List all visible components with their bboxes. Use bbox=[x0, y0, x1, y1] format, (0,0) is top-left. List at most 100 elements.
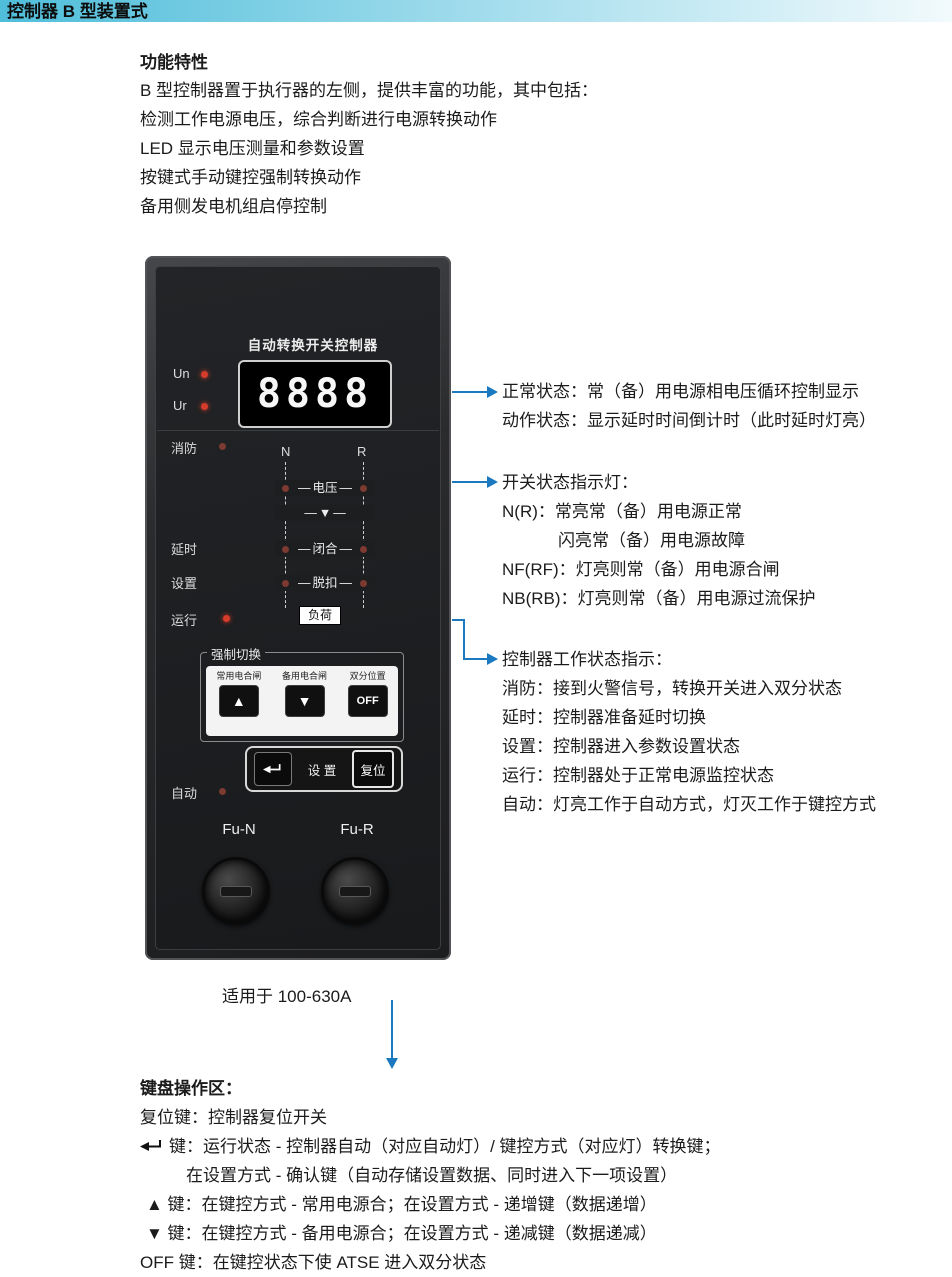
switch-annotation-arrow-head bbox=[487, 476, 498, 488]
annotation-line: 动作状态：显示延时时间倒计时（此时延时灯亮） bbox=[502, 411, 876, 430]
annotation-line: 运行：控制器处于正常电源监控状态 bbox=[502, 766, 774, 785]
keyboard-line: 在设置方式 - 确认键（自动存储设置数据、同时进入下一项设置） bbox=[186, 1166, 678, 1185]
voltage-row-label: 电压 bbox=[275, 480, 375, 496]
voltage-led-r bbox=[360, 485, 367, 492]
ur-led-light bbox=[201, 403, 208, 410]
delay-label: 延时 bbox=[171, 542, 198, 557]
keyboard-line: 键：运行状态 - 控制器自动（对应自动灯）/ 键控方式（对应灯）转换键； bbox=[140, 1132, 721, 1161]
enter-set-reset-group: 设 置 复位 bbox=[245, 746, 403, 792]
run-label: 运行 bbox=[171, 613, 198, 628]
fire-label: 消防 bbox=[171, 441, 198, 456]
applicability-note: 适用于 100-630A bbox=[222, 987, 352, 1006]
seven-segment-display: 8888 bbox=[238, 360, 392, 428]
annotation-line: 闪亮常（备）用电源故障 bbox=[558, 531, 745, 550]
keyboard-annotation-arrow-line bbox=[391, 1000, 393, 1060]
un-label: Un bbox=[173, 366, 190, 381]
normal-close-key-column: 常用电合闸 ▲ bbox=[216, 669, 261, 717]
keypad-plate: 常用电合闸 ▲ 备用电合闸 ▼ 双分位置 OFF bbox=[206, 666, 398, 736]
controller-device-photo: 自动转换开关控制器 Un Ur 8888 消防 N R 电压 ▼ 延时 闭合 设… bbox=[145, 256, 451, 960]
up-button: ▲ bbox=[218, 685, 259, 717]
down-button: ▼ bbox=[284, 685, 325, 717]
load-label: 负荷 bbox=[299, 606, 342, 625]
trip-led-r bbox=[360, 580, 367, 587]
keyboard-line: 复位键：控制器复位开关 bbox=[140, 1108, 327, 1127]
transfer-symbol: ▼ bbox=[275, 505, 375, 521]
switch-status-annotation-block: 开关状态指示灯： N(R)：常亮常（备）用电源正常 闪亮常（备）用电源故障 NF… bbox=[502, 468, 816, 613]
fuse-cap-fu-n bbox=[202, 857, 270, 925]
backup-close-label: 备用电合闸 bbox=[282, 671, 328, 681]
ladder-dashed-line bbox=[285, 462, 286, 608]
down-arrow-icon: ▼ bbox=[297, 693, 312, 709]
display-annotation-arrow-line bbox=[452, 391, 488, 393]
annotation-line: N(R)：常亮常（备）用电源正常 bbox=[502, 502, 742, 521]
enter-key-icon bbox=[140, 1140, 161, 1151]
annotation-line: 自动：灯亮工作于自动方式，灯灭工作于键控方式 bbox=[502, 795, 876, 814]
annotation-line: 设置：控制器进入参数设置状态 bbox=[502, 737, 740, 756]
feature-line: 按键式手动键控强制转换动作 bbox=[140, 168, 361, 187]
run-led-light bbox=[223, 615, 230, 622]
off-button-label: OFF bbox=[356, 695, 379, 707]
auto-label: 自动 bbox=[171, 786, 198, 801]
enter-button bbox=[254, 752, 292, 786]
un-led-light bbox=[201, 371, 208, 378]
features-list: B 型控制器置于执行器的左侧，提供丰富的功能，其中包括： 检测工作电源电压，综合… bbox=[140, 76, 598, 221]
fuse-slot-icon bbox=[339, 885, 371, 897]
status-annotation-arrow-line bbox=[463, 658, 488, 660]
trip-led-n bbox=[282, 580, 289, 587]
annotation-line: NF(RF)：灯亮则常（备）用电源合闸 bbox=[502, 560, 780, 579]
dual-off-key-column: 双分位置 OFF bbox=[347, 669, 388, 717]
enter-key-icon bbox=[263, 763, 281, 773]
panel-title: 自动转换开关控制器 bbox=[247, 338, 379, 353]
ladder-dashed-line bbox=[363, 462, 364, 608]
switch-annotation-arrow-line bbox=[452, 481, 488, 483]
header-bar bbox=[0, 0, 952, 22]
status-annotation-arrow-line bbox=[463, 619, 465, 660]
close-led-r bbox=[360, 546, 367, 553]
features-heading: 功能特性 bbox=[140, 53, 208, 72]
feature-line: LED 显示电压测量和参数设置 bbox=[140, 139, 365, 158]
panel-divider bbox=[157, 430, 439, 431]
force-switch-group: 强制切换 常用电合闸 ▲ 备用电合闸 ▼ 双分位置 O bbox=[200, 644, 404, 742]
fuse-n-label: Fu-N bbox=[222, 821, 256, 838]
auto-led-light bbox=[219, 788, 226, 795]
keyboard-heading: 键盘操作区： bbox=[140, 1079, 242, 1098]
keyboard-line: ▼ 键：在键控方式 - 备用电源合；在设置方式 - 递减键（数据递减） bbox=[146, 1224, 657, 1243]
annotation-line: 消防：接到火警信号，转换开关进入双分状态 bbox=[502, 679, 842, 698]
close-led-n bbox=[282, 546, 289, 553]
annotation-heading: 控制器工作状态指示： bbox=[502, 650, 672, 669]
dual-off-label: 双分位置 bbox=[349, 671, 386, 681]
fuse-cap-fu-r bbox=[321, 857, 389, 925]
status-annotation-arrow-head bbox=[487, 653, 498, 665]
annotation-line: NB(RB)：灯亮则常（备）用电源过流保护 bbox=[502, 589, 816, 608]
set-mode-label: 设置 bbox=[171, 576, 198, 591]
trip-row-label: 脱扣 bbox=[275, 575, 375, 591]
backup-close-key-column: 备用电合闸 ▼ bbox=[282, 669, 327, 717]
force-switch-label: 强制切换 bbox=[207, 644, 266, 663]
panel-face bbox=[155, 266, 441, 950]
fuse-r-label: Fu-R bbox=[340, 821, 374, 838]
fire-led-light bbox=[219, 443, 226, 450]
fuse-slot-icon bbox=[220, 885, 252, 897]
n-phase-label: N bbox=[281, 444, 291, 459]
status-annotation-arrow-line bbox=[452, 619, 465, 621]
set-button-label: 设 置 bbox=[307, 763, 337, 778]
page-title: 控制器 B 型装置式 bbox=[7, 2, 148, 21]
r-phase-label: R bbox=[357, 444, 367, 459]
off-button: OFF bbox=[347, 685, 388, 717]
feature-line: 检测工作电源电压，综合判断进行电源转换动作 bbox=[140, 110, 497, 129]
normal-close-label: 常用电合闸 bbox=[216, 671, 262, 681]
keyboard-line-text: 键：运行状态 - 控制器自动（对应自动灯）/ 键控方式（对应灯）转换键； bbox=[169, 1137, 721, 1156]
display-annotation-block: 正常状态：常（备）用电源相电压循环控制显示 动作状态：显示延时时间倒计时（此时延… bbox=[502, 377, 876, 435]
keyboard-line: OFF 键：在键控状态下使 ATSE 进入双分状态 bbox=[140, 1253, 487, 1272]
close-row-label: 闭合 bbox=[275, 541, 375, 557]
up-arrow-icon: ▲ bbox=[231, 693, 246, 709]
keyboard-section: 键盘操作区： 复位键：控制器复位开关 键：运行状态 - 控制器自动（对应自动灯）… bbox=[140, 1074, 721, 1277]
reset-button: 复位 bbox=[351, 750, 394, 788]
display-annotation-arrow-head bbox=[487, 386, 498, 398]
annotation-line: 正常状态：常（备）用电源相电压循环控制显示 bbox=[502, 382, 859, 401]
work-status-annotation-block: 控制器工作状态指示： 消防：接到火警信号，转换开关进入双分状态 延时：控制器准备… bbox=[502, 645, 876, 819]
keyboard-annotation-arrow-head bbox=[386, 1058, 398, 1069]
ur-label: Ur bbox=[173, 398, 187, 413]
annotation-line: 延时：控制器准备延时切换 bbox=[502, 708, 706, 727]
